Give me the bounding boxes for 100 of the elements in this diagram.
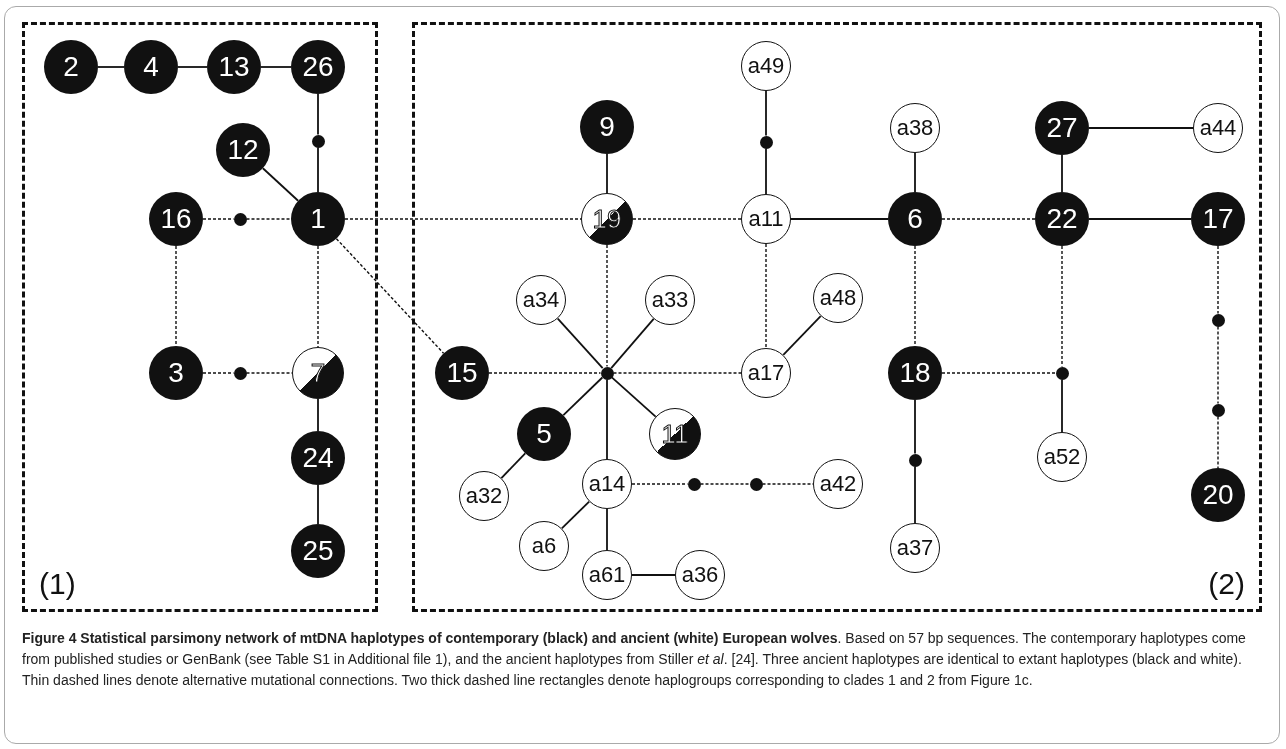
- median-vector-dot: [1211, 403, 1225, 417]
- alternative-connection-line: [202, 218, 235, 220]
- haplotype-label: 18: [899, 359, 931, 387]
- haplotype-label: 13: [218, 53, 250, 81]
- contemporary-haplotype-circle: [517, 407, 571, 461]
- haplotype-label: a38: [896, 117, 934, 139]
- median-vector-dot: [311, 134, 325, 148]
- haplotype-label: 12: [227, 136, 259, 164]
- mutation-line: [177, 66, 208, 68]
- alternative-connection-line: [941, 372, 1057, 374]
- haplotype-label: a32: [465, 485, 503, 507]
- contemporary-haplotype-circle: [44, 40, 98, 94]
- haplotype-label: a42: [819, 473, 857, 495]
- alternative-connection-line: [245, 218, 292, 220]
- haplotype-label: 3: [168, 359, 184, 387]
- haplotype-label: 2: [63, 53, 79, 81]
- mutation-line: [914, 399, 916, 455]
- median-vector-dot: [1211, 313, 1225, 327]
- mutation-line: [765, 147, 767, 195]
- alternative-connection-line: [175, 245, 177, 347]
- contemporary-haplotype-circle: [216, 123, 270, 177]
- mutation-line: [1061, 154, 1063, 193]
- mutation-line: [560, 500, 591, 530]
- mutation-line: [610, 376, 657, 418]
- haplotype-label: a44: [1199, 117, 1237, 139]
- contemporary-haplotype-circle: [1191, 468, 1245, 522]
- mutation-line: [631, 574, 676, 576]
- contemporary-haplotype-circle: [888, 346, 942, 400]
- mutation-line: [1088, 127, 1194, 129]
- ancient-haplotype-circle: [890, 523, 940, 573]
- contemporary-haplotype-circle: [149, 346, 203, 400]
- ancient-haplotype-circle: [675, 550, 725, 600]
- haplotype-label: a14: [588, 473, 626, 495]
- alternative-connection-line: [202, 372, 235, 374]
- median-vector-dot: [759, 135, 773, 149]
- haplotype-label: 1: [310, 205, 326, 233]
- mutation-line: [1061, 378, 1063, 433]
- mutation-line: [97, 66, 125, 68]
- figure-caption: Figure 4 Statistical parsimony network of mtDNA haplotypes of contemporary (black) and ancient (white) European wolves. Based on 57 bp sequences. The contemporary haplotypes come from published studies or GenBank (see Table S1 in Additional file 1), and the ancient haplotypes from Stiller et al. [24]. Three ancient haplotypes are identical to extant haplotypes (black and white). Thin dashed lines denote alternative mutational connections. Two thick dashed line rectangles denote haplogroups corresponding to clades 1 and 2 from Figure 1c.: [22, 629, 1247, 690]
- mutation-line: [790, 218, 889, 220]
- haplotype-label: a33: [651, 289, 689, 311]
- haplogroup-label: (1): [39, 567, 76, 601]
- alternative-connection-line: [914, 245, 916, 347]
- haplotype-label: a61: [588, 564, 626, 586]
- alternative-connection-line: [335, 238, 445, 354]
- mutation-line: [606, 153, 608, 194]
- haplotype-label: 24: [302, 444, 334, 472]
- haplotype-label: 17: [1202, 205, 1234, 233]
- ancient-haplotype-circle: [890, 103, 940, 153]
- median-vector-dot: [233, 366, 247, 380]
- contemporary-haplotype-circle: [291, 40, 345, 94]
- haplotype-label: a48: [819, 287, 857, 309]
- ancient-haplotype-circle: [582, 459, 632, 509]
- contemporary-haplotype-circle: [124, 40, 178, 94]
- mutation-line: [914, 465, 916, 524]
- median-vector-dot: [749, 477, 763, 491]
- mutation-line: [914, 152, 916, 193]
- haplotype-label: 22: [1046, 205, 1078, 233]
- mutation-line: [260, 66, 292, 68]
- contemporary-haplotype-circle: [291, 192, 345, 246]
- ancient-haplotype-circle: [519, 521, 569, 571]
- contemporary-haplotype-circle: [580, 100, 634, 154]
- haplotype-label: 26: [302, 53, 334, 81]
- contemporary-haplotype-circle: [1035, 192, 1089, 246]
- mutation-line: [317, 484, 319, 525]
- contemporary-haplotype-circle: [149, 192, 203, 246]
- haplotype-label: a17: [747, 362, 785, 384]
- median-vector-dot: [908, 453, 922, 467]
- haplogroup-frame: [22, 22, 378, 612]
- alternative-connection-line: [606, 244, 608, 368]
- haplotype-label: a34: [522, 289, 560, 311]
- contemporary-haplotype-circle: [207, 40, 261, 94]
- mutation-line: [500, 452, 527, 479]
- haplotype-label: 27: [1046, 114, 1078, 142]
- alternative-connection-line: [1217, 415, 1219, 469]
- mutation-line: [562, 376, 604, 417]
- alternative-connection-line: [761, 483, 814, 485]
- contemporary-haplotype-circle: [291, 524, 345, 578]
- mutation-line: [1088, 218, 1192, 220]
- ancient-haplotype-circle: [582, 550, 632, 600]
- alternative-connection-line: [631, 483, 689, 485]
- alternative-connection-line: [765, 243, 767, 349]
- haplotype-label: 4: [143, 53, 159, 81]
- mutation-line: [606, 508, 608, 551]
- ancient-haplotype-circle: [813, 459, 863, 509]
- mutation-line: [556, 317, 604, 370]
- ancient-haplotype-circle: [741, 194, 791, 244]
- alternative-connection-line: [1217, 325, 1219, 405]
- haplotype-label: a37: [896, 537, 934, 559]
- mutation-line: [765, 90, 767, 137]
- haplotype-label: a49: [747, 55, 785, 77]
- ancient-haplotype-circle: [459, 471, 509, 521]
- alternative-connection-line: [245, 372, 293, 374]
- haplotype-label: a6: [531, 535, 557, 557]
- mutation-line: [317, 398, 319, 432]
- haplotype-label: 16: [160, 205, 192, 233]
- alternative-connection-line: [632, 218, 742, 220]
- haplotype-label: 9: [599, 113, 615, 141]
- ancient-haplotype-circle: [741, 348, 791, 398]
- haplotype-label: a52: [1043, 446, 1081, 468]
